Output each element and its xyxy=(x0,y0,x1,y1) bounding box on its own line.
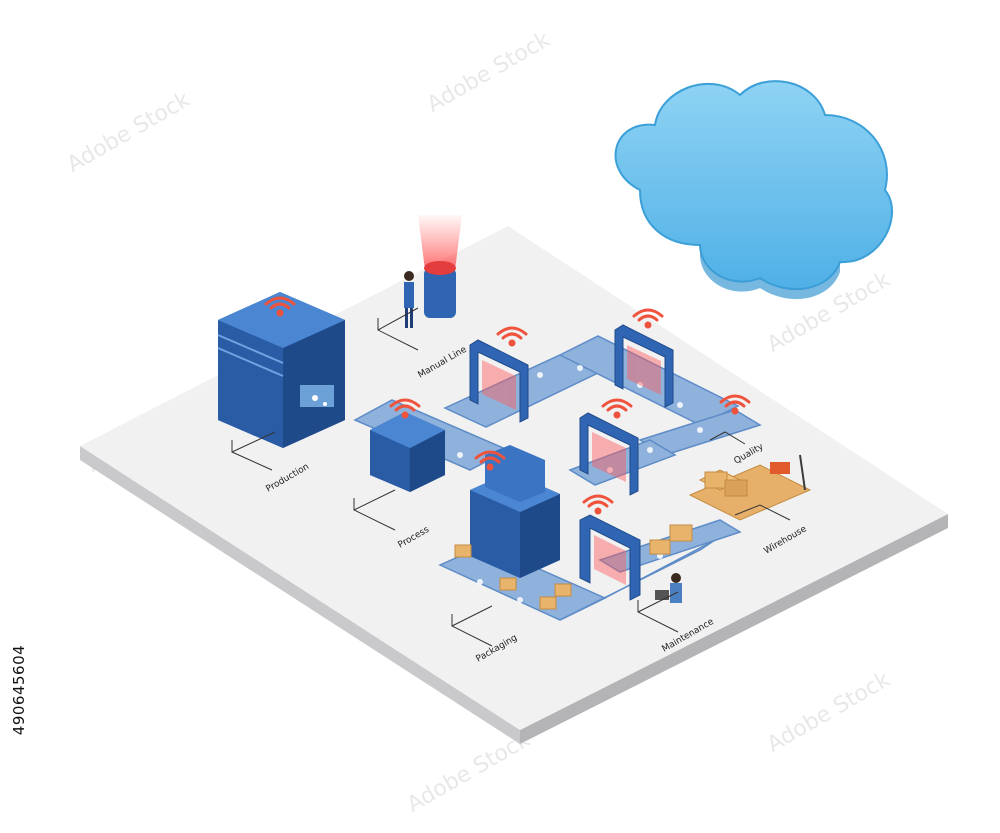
conveyor-rollers xyxy=(417,365,703,603)
wifi-signals xyxy=(264,296,751,515)
manual-line-station xyxy=(404,215,462,328)
warehouse-boxes xyxy=(649,454,812,555)
process-machine xyxy=(370,412,445,492)
stock-id: 490645604 xyxy=(10,644,28,736)
scanner-gates xyxy=(469,324,674,601)
packaging-machine xyxy=(470,445,560,578)
production-machine xyxy=(217,292,345,448)
stock-id-container: 490645604 xyxy=(4,590,34,790)
cloud-icon xyxy=(614,80,894,300)
product-boxes xyxy=(454,544,572,610)
leader-lines xyxy=(231,307,791,647)
scanner-beams xyxy=(482,345,661,585)
